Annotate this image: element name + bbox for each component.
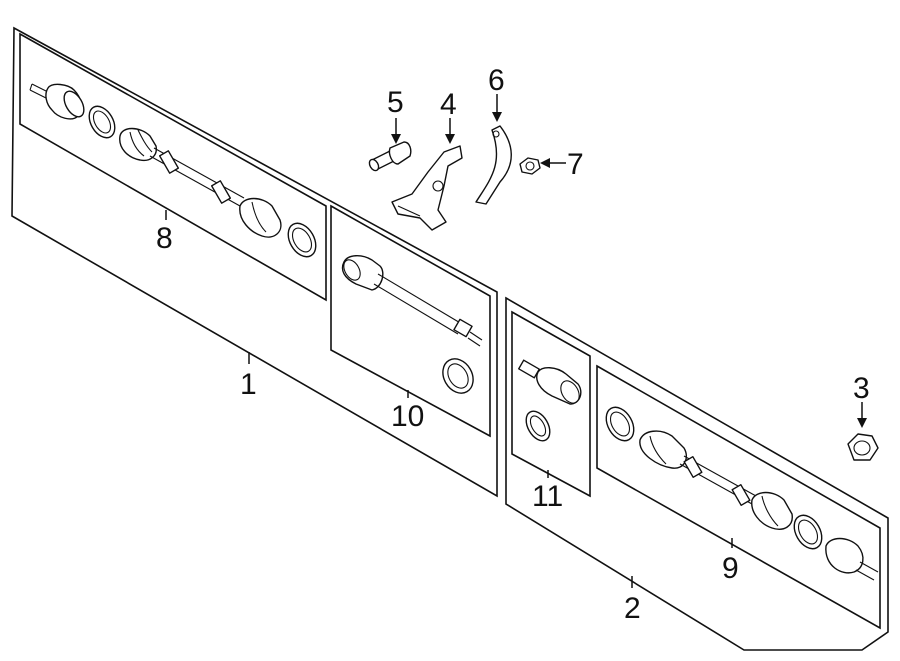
boot-kit-box-right [596, 364, 881, 630]
callout-3: 3 [853, 372, 870, 405]
strap-nut-drawing [519, 157, 541, 175]
boot-kit-box-left [19, 32, 327, 302]
callout-4: 4 [440, 88, 457, 121]
assembly-panel-left [11, 26, 498, 498]
left-axle-shaft-drawing [29, 83, 317, 258]
callout-5: 5 [387, 86, 404, 119]
inner-joint-box [511, 310, 591, 498]
callout-9: 9 [722, 552, 739, 585]
right-axle-shaft-drawing [605, 406, 879, 581]
bracket-bolt-drawing [368, 141, 412, 172]
axle-nut-drawing [847, 433, 879, 461]
bearing-bracket-drawing [391, 145, 463, 231]
bearing-strap-drawing [475, 125, 512, 205]
intermediate-shaft-drawing [341, 255, 483, 394]
assembly-panel-right [505, 296, 889, 651]
intermediate-shaft-box [330, 204, 491, 438]
leader-lines [165, 94, 867, 588]
inner-joint-drawing [518, 359, 582, 442]
callout-6: 6 [488, 64, 505, 97]
callout-11: 11 [532, 480, 563, 513]
callout-2: 2 [624, 592, 641, 625]
callout-7: 7 [567, 148, 584, 181]
callout-1: 1 [240, 368, 257, 401]
callout-10: 10 [391, 400, 424, 433]
callout-8: 8 [156, 222, 173, 255]
